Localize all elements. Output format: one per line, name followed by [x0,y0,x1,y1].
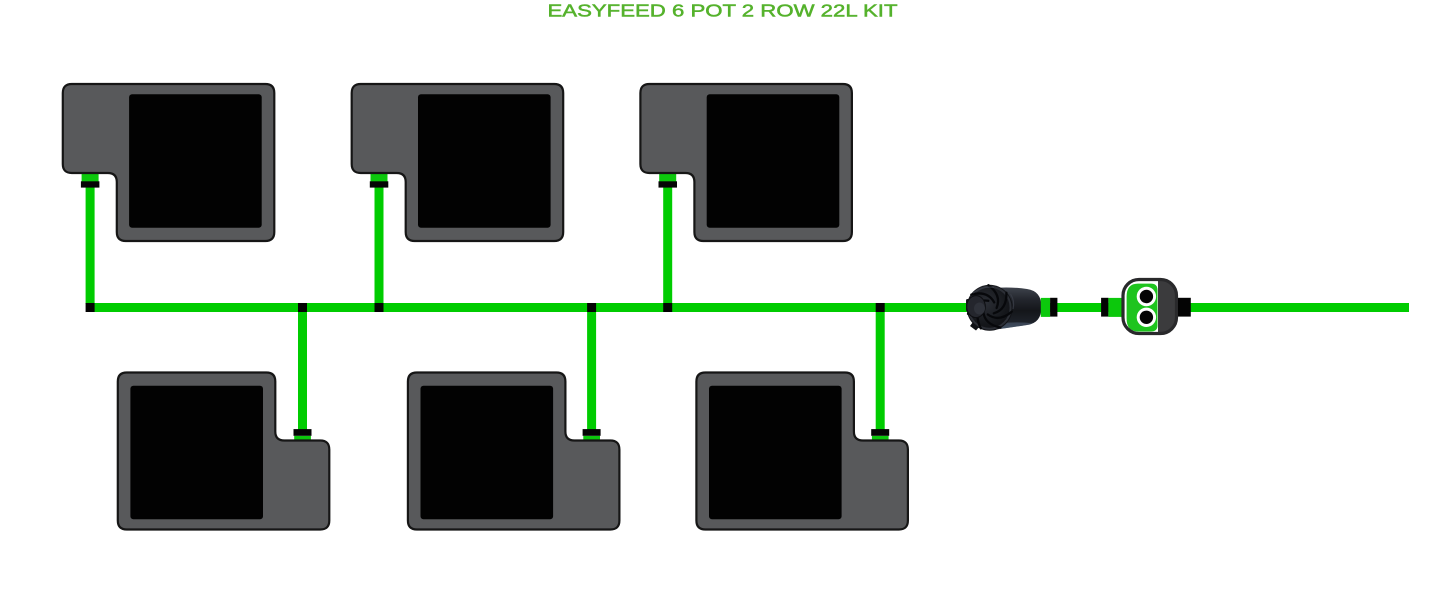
svg-text:EASYFEED 6 POT 2 ROW 22L KIT: EASYFEED 6 POT 2 ROW 22L KIT [548,1,899,21]
